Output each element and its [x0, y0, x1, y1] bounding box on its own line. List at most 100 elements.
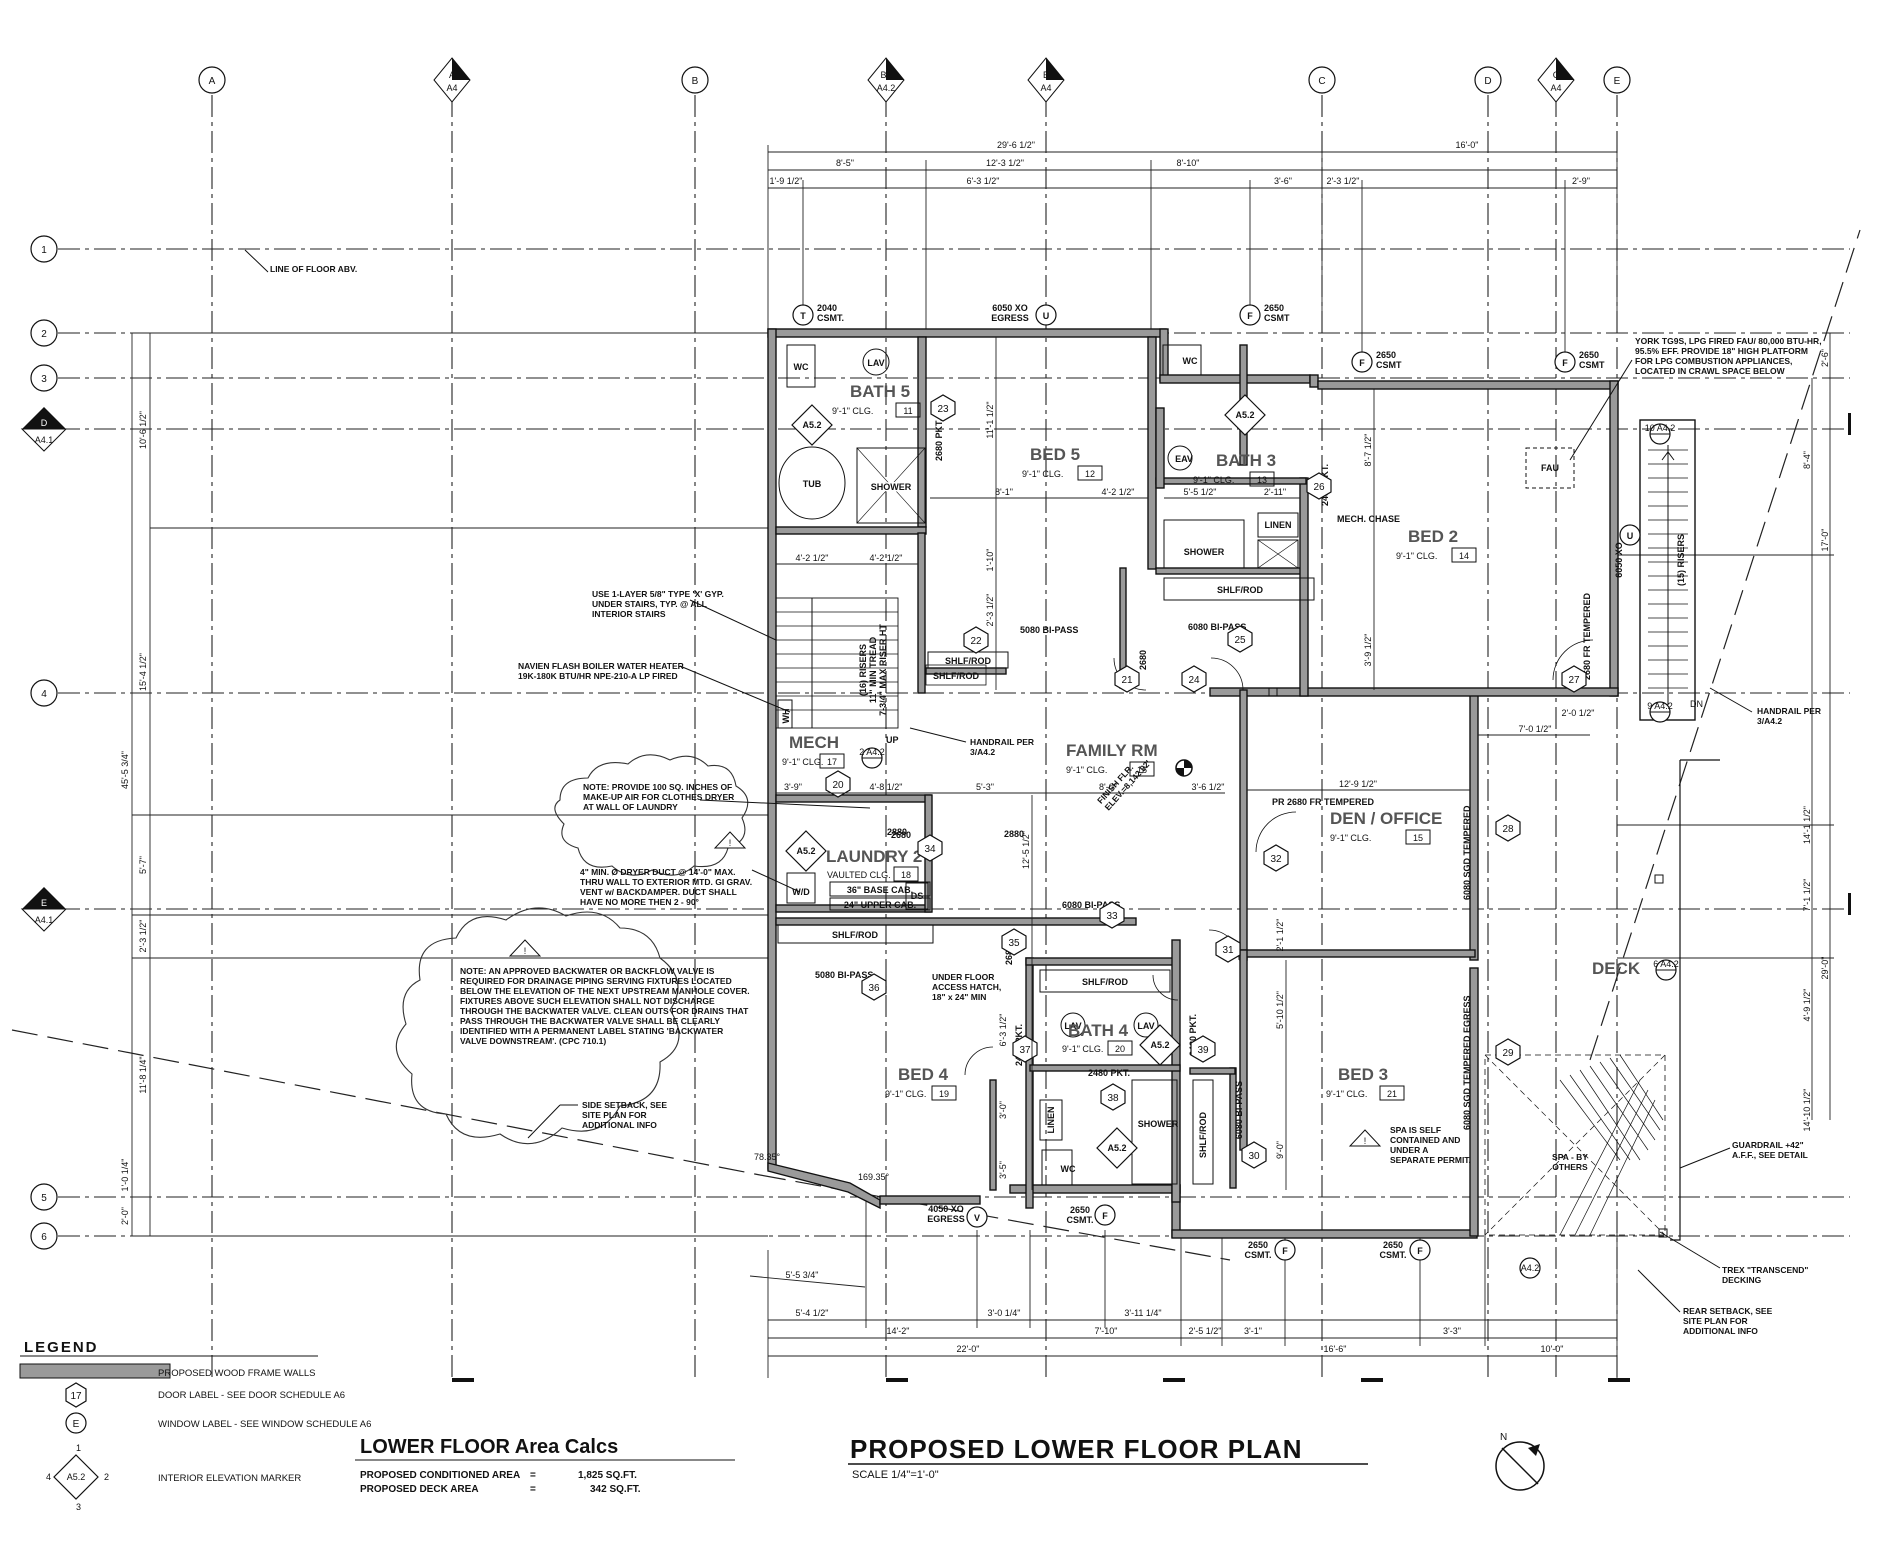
- svg-text:11'-1 1/2": 11'-1 1/2": [985, 401, 995, 438]
- svg-text:LINEN: LINEN: [1046, 1107, 1056, 1134]
- svg-text:W/D: W/D: [792, 887, 810, 897]
- svg-text:6: 6: [41, 1232, 47, 1243]
- svg-text:2'-0 1/2": 2'-0 1/2": [1562, 708, 1595, 718]
- door-tag-29: 29: [1495, 1038, 1521, 1066]
- svg-text:19: 19: [939, 1089, 949, 1099]
- room-bed-3: BED 3 9'-1" CLG. 21: [1326, 1065, 1405, 1101]
- svg-text:5: 5: [41, 1193, 47, 1204]
- svg-text:11: 11: [903, 406, 912, 416]
- svg-text:PROPOSED DECK AREA: PROPOSED DECK AREA: [360, 1484, 479, 1495]
- svg-text:10'-6 1/2": 10'-6 1/2": [138, 411, 148, 449]
- svg-text:29'-0": 29'-0": [1820, 957, 1830, 980]
- door-tag-32: 32: [1263, 844, 1289, 872]
- svg-text:2650: 2650: [1248, 1240, 1268, 1250]
- grid-bubble-a-section: AA4: [433, 57, 471, 103]
- svg-text:F: F: [1102, 1211, 1108, 1221]
- svg-text:1'-10": 1'-10": [985, 549, 995, 572]
- svg-text:4050 XO: 4050 XO: [928, 1204, 964, 1214]
- elevation-markers: A5.2 A5.2 A5.2 A5.2 A5.2: [785, 394, 1266, 1169]
- elevation-marker-laundry: A5.2: [785, 830, 827, 872]
- svg-text:6080 SGD TEMPERED EGRESS: 6080 SGD TEMPERED EGRESS: [1462, 995, 1472, 1130]
- svg-text:B: B: [1043, 70, 1049, 80]
- svg-text:4: 4: [41, 689, 47, 700]
- room-deck: DECK: [1592, 959, 1641, 978]
- svg-text:SHOWER: SHOWER: [1138, 1119, 1179, 1129]
- door-tag-22: 22: [963, 626, 989, 654]
- svg-text:DECK: DECK: [1592, 959, 1641, 978]
- svg-text:(16) RISERS: (16) RISERS: [858, 644, 868, 696]
- svg-text:F: F: [1562, 358, 1568, 368]
- svg-text:1'-9 1/2": 1'-9 1/2": [770, 176, 803, 186]
- svg-text:5'-10 1/2": 5'-10 1/2": [1275, 991, 1285, 1029]
- elevation-marker-bath4-upper: A5.2: [1139, 1024, 1181, 1066]
- svg-text:2'-5 1/2": 2'-5 1/2": [1189, 1326, 1222, 1336]
- note-navien: NAVIEN FLASH BOILER WATER HEATER 19K-180…: [518, 661, 684, 681]
- svg-text:FAU: FAU: [1541, 463, 1559, 473]
- svg-text:F: F: [1359, 358, 1365, 368]
- note-york-fau: YORK TG9S, LPG FIRED FAU/ 80,000 BTU-HR,…: [1635, 336, 1822, 376]
- note-side-setback: SIDE SETBACK, SEE SITE PLAN FOR ADDITION…: [582, 1100, 668, 1130]
- svg-text:WINDOW LABEL - SEE WINDOW SCHE: WINDOW LABEL - SEE WINDOW SCHEDULE A6: [158, 1419, 371, 1430]
- svg-text:11" MIN TREAD: 11" MIN TREAD: [868, 636, 878, 703]
- section-references: 10 A4.2 9 A4.2 6 A4.2 2 A4.2 A4.2: [859, 423, 1679, 1279]
- svg-text:3: 3: [76, 1502, 81, 1512]
- svg-text:!: !: [1364, 1136, 1367, 1146]
- svg-text:N: N: [1500, 1432, 1507, 1443]
- svg-text:E: E: [41, 898, 47, 908]
- svg-text:12'-9 1/2": 12'-9 1/2": [1339, 779, 1377, 789]
- svg-text:BED 3: BED 3: [1338, 1065, 1388, 1084]
- grid-bubble-row-2: 2: [30, 319, 58, 347]
- svg-text:2650: 2650: [1579, 350, 1599, 360]
- grid-bubble-c: C: [1308, 66, 1336, 94]
- svg-text:CSMT: CSMT: [1579, 360, 1605, 370]
- svg-text:9'-1" CLG.: 9'-1" CLG.: [1062, 1044, 1103, 1054]
- svg-text:F: F: [1247, 311, 1253, 321]
- svg-text:CSMT.: CSMT.: [817, 313, 844, 323]
- svg-text:21: 21: [1387, 1089, 1397, 1099]
- door-tag-27: 27: [1561, 665, 1587, 693]
- svg-text:U: U: [1627, 531, 1634, 541]
- note-makeup-air: NOTE: PROVIDE 100 SQ. INCHES OF MAKE-UP …: [583, 782, 735, 812]
- svg-text:A5.2: A5.2: [1107, 1143, 1126, 1153]
- svg-text:169.35°: 169.35°: [858, 1172, 890, 1182]
- svg-text:6'-3 1/2": 6'-3 1/2": [998, 1014, 1008, 1047]
- svg-text:LEGEND: LEGEND: [24, 1339, 99, 1356]
- svg-text:EGRESS: EGRESS: [927, 1214, 965, 1224]
- svg-text:9'-1" CLG.: 9'-1" CLG.: [1330, 833, 1371, 843]
- bottom-dimensions: 5'-5 3/4" 5'-4 1/2" 3'-0 1/4" 3'-11 1/4"…: [452, 1200, 1630, 1382]
- svg-text:B: B: [692, 76, 699, 87]
- svg-text:2: 2: [104, 1472, 109, 1482]
- svg-text:WH: WH: [781, 709, 791, 724]
- elevation-marker-bath5: A5.2: [791, 404, 833, 446]
- svg-text:10 A4.2: 10 A4.2: [1645, 423, 1676, 433]
- svg-text:!: !: [524, 946, 527, 956]
- door-tag-31: 31: [1215, 935, 1241, 963]
- elevation-marker-bath3: A5.2: [1224, 394, 1266, 436]
- svg-text:9'-1" CLG.: 9'-1" CLG.: [1326, 1089, 1367, 1099]
- svg-text:2'-11": 2'-11": [1264, 487, 1286, 497]
- grid-bubble-a: A: [198, 66, 226, 94]
- svg-text:DOOR LABEL - SEE DOOR SCHEDULE: DOOR LABEL - SEE DOOR SCHEDULE A6: [158, 1390, 345, 1401]
- walls: [767, 328, 1619, 1239]
- svg-text:A5.2: A5.2: [1235, 410, 1254, 420]
- svg-text:342 SQ.FT.: 342 SQ.FT.: [590, 1484, 641, 1495]
- svg-text:A4: A4: [446, 83, 457, 93]
- svg-text:T: T: [800, 311, 806, 321]
- svg-text:9'-0": 9'-0": [1275, 1141, 1285, 1159]
- door-tag-23: 23: [930, 394, 956, 422]
- room-bed-5: BED 59'-1" CLG.12: [1022, 445, 1103, 481]
- svg-text:3'-9": 3'-9": [784, 782, 802, 792]
- svg-text:39: 39: [1197, 1045, 1209, 1056]
- svg-text:14'-10 1/2": 14'-10 1/2": [1802, 1089, 1812, 1132]
- svg-text:1: 1: [41, 245, 47, 256]
- svg-text:SHLF/ROD: SHLF/ROD: [933, 671, 979, 681]
- svg-text:35: 35: [1008, 938, 1020, 949]
- grid-bubble-row-5: 5: [30, 1183, 58, 1211]
- svg-text:2'-1 1/2": 2'-1 1/2": [1275, 919, 1285, 952]
- svg-text:BATH 3: BATH 3: [1216, 451, 1276, 470]
- svg-text:3'-1": 3'-1": [1244, 1326, 1262, 1336]
- svg-text:6080 SGD TEMPERED: 6080 SGD TEMPERED: [1462, 805, 1472, 900]
- note-gyp: USE 1-LAYER 5/8" TYPE 'X' GYP. UNDER STA…: [592, 589, 724, 619]
